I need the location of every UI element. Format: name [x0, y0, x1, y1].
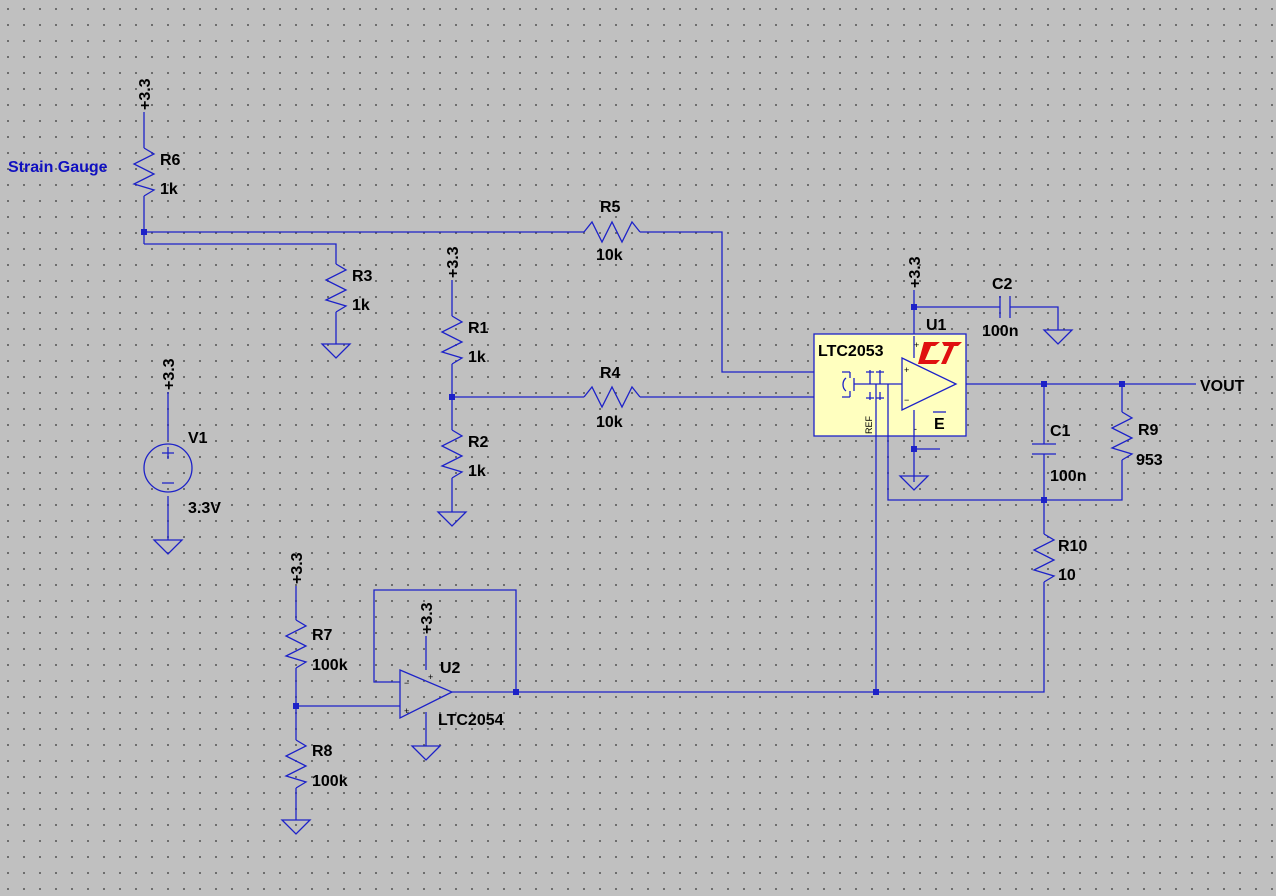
resistor-r9-value: 953	[1136, 452, 1163, 469]
ground-icon	[1042, 329, 1074, 345]
resistor-r8-value: 100k	[312, 773, 348, 790]
opamp-u2-ref: U2	[440, 660, 461, 677]
resistor-r4[interactable]: R4 10k	[583, 365, 641, 431]
junction-dot	[1041, 497, 1047, 503]
opamp-u1-part: LTC2053	[818, 343, 884, 360]
opamp-u2-plus-sign: +	[404, 706, 409, 716]
capacitor-c1-value: 100n	[1050, 468, 1086, 485]
resistor-r4-ref: R4	[600, 365, 621, 382]
resistor-r2-ref: R2	[468, 434, 489, 451]
resistor-r1-ref: R1	[468, 320, 489, 337]
resistor-r3-value: 1k	[352, 297, 370, 314]
capacitor-c2-value: 100n	[982, 323, 1018, 340]
resistor-r8[interactable]: R8 100k	[284, 739, 348, 790]
capacitor-c1-ref: C1	[1050, 423, 1071, 440]
resistor-r5-value: 10k	[596, 247, 623, 264]
opamp-u1-body	[813, 333, 967, 437]
opamp-u1-vminus-mark: -	[914, 424, 917, 434]
resistor-r1-value: 1k	[468, 349, 486, 366]
ground-icon	[410, 745, 442, 761]
opamp-u1-vplus-mark: +	[914, 340, 919, 350]
junction-dot	[449, 394, 455, 400]
voltage-source-v1-ref: V1	[188, 430, 208, 447]
resistor-r7[interactable]: R7 100k	[284, 619, 348, 674]
power-flags: +3.3 +3.3 +3.3 +3.3 +3.3 +3.3	[137, 78, 924, 634]
junction-dot	[1119, 381, 1125, 387]
junction-dot	[1041, 381, 1047, 387]
opamp-u2[interactable]: − + + U2 LTC2054	[399, 660, 504, 729]
resistor-r5-ref: R5	[600, 199, 621, 216]
power-flag-v1: +3.3	[161, 358, 178, 390]
resistor-r6[interactable]: R6 1k	[132, 147, 181, 198]
resistor-r10[interactable]: R10 10	[1032, 533, 1087, 584]
capacitor-c2-ref: C2	[992, 276, 1013, 293]
power-flag-u1: +3.3	[907, 256, 924, 288]
ground-icon	[898, 475, 930, 491]
opamp-u1-minus-sign: −	[904, 395, 909, 405]
capacitor-c2[interactable]: C2 100n	[982, 276, 1018, 340]
opamp-u1[interactable]: LTC2053 U1 + − + - REF E	[813, 317, 967, 437]
ground-icon	[280, 819, 312, 835]
strain-gauge-annotation: Strain Gauge	[8, 159, 108, 176]
power-flag-u2: +3.3	[419, 602, 436, 634]
opamp-u2-part: LTC2054	[438, 712, 504, 729]
opamp-u1-ref: U1	[926, 317, 947, 334]
resistor-r5[interactable]: R5 10k	[583, 199, 641, 264]
opamp-u1-enable-pin: E	[934, 416, 945, 433]
resistor-r8-ref: R8	[312, 743, 333, 760]
junction-dot	[513, 689, 519, 695]
resistor-r9[interactable]: R9 953	[1110, 411, 1163, 469]
junctions	[141, 229, 1125, 709]
junction-dot	[141, 229, 147, 235]
resistor-r6-value: 1k	[160, 181, 178, 198]
ground-icon	[436, 511, 468, 527]
resistor-r7-value: 100k	[312, 657, 348, 674]
resistor-r7-ref: R7	[312, 627, 333, 644]
resistor-r2-value: 1k	[468, 463, 486, 480]
junction-dot	[293, 703, 299, 709]
power-flag-r6: +3.3	[137, 78, 154, 110]
resistor-r1[interactable]: R1 1k	[440, 315, 489, 366]
voltage-source-v1-value: 3.3V	[188, 500, 221, 517]
junction-dot	[873, 689, 879, 695]
voltage-source-v1[interactable]: V1 3.3V	[143, 430, 221, 517]
opamp-u1-ref-pin: REF	[864, 415, 874, 434]
resistor-r4-value: 10k	[596, 414, 623, 431]
junction-dot	[911, 304, 917, 310]
ground-icon	[152, 539, 184, 555]
capacitor-c1[interactable]: C1 100n	[1032, 423, 1086, 485]
resistor-r3[interactable]: R3 1k	[324, 263, 373, 314]
power-flag-r1: +3.3	[445, 246, 462, 278]
lt-logo-icon	[918, 342, 962, 364]
power-flag-r7: +3.3	[289, 552, 306, 584]
resistor-r6-ref: R6	[160, 152, 181, 169]
resistor-r10-value: 10	[1058, 567, 1076, 584]
opamp-u2-vplus-mark: +	[428, 672, 433, 682]
vout-net-label: VOUT	[1200, 378, 1245, 395]
ground-icon	[320, 343, 352, 359]
resistor-r9-ref: R9	[1138, 422, 1159, 439]
ground-symbols	[152, 329, 1074, 835]
junction-dot	[911, 446, 917, 452]
resistor-r10-ref: R10	[1058, 538, 1087, 555]
opamp-u1-plus-sign: +	[904, 365, 909, 375]
resistor-r3-ref: R3	[352, 268, 373, 285]
wires	[143, 112, 1196, 820]
resistor-r2[interactable]: R2 1k	[440, 429, 489, 480]
opamp-u2-minus-sign: −	[404, 678, 409, 688]
